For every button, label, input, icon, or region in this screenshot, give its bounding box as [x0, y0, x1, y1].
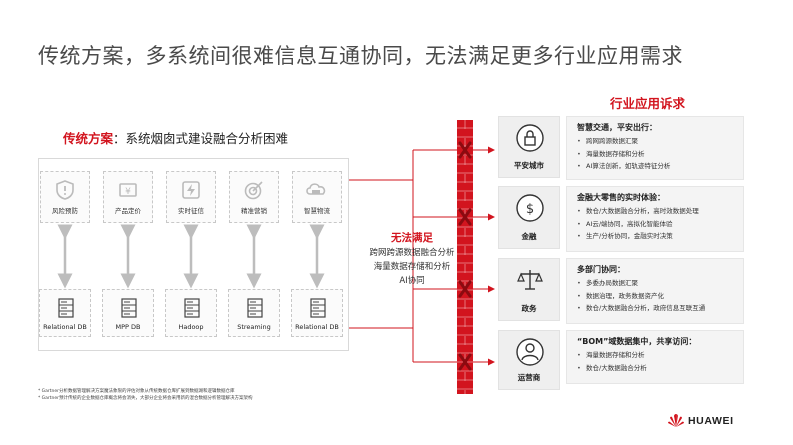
category-label: 金融 [521, 232, 537, 241]
desc-bullet: AI云/端协同，高拟化智能体验 [577, 218, 733, 231]
left-heading-text: ：系统烟囱式建设融合分析困难 [113, 131, 289, 146]
app-label: 产品定价 [115, 207, 141, 215]
huawei-flower-icon [668, 414, 684, 427]
desc-bullet: 海量数据存储和分析 [577, 148, 733, 161]
desc-bullet: 数仓/大数据融合分析 [577, 362, 733, 375]
category-finance: $ 金融 [498, 186, 560, 249]
cannot-satisfy-label: 无法满足 [391, 232, 433, 244]
desc-bullet: 数仓/大数据融合分析，政府信息互联互通 [577, 302, 733, 315]
desc-finance: 金融大零售的实时体验： 数仓/大数据融合分析，高时效数据处理 AI云/端协同，高… [566, 186, 744, 252]
category-label: 运营商 [517, 373, 541, 382]
app-label: 智慧物流 [304, 207, 330, 215]
cannot-satisfy-block: 无法满足 跨网跨源数据融合分析 海量数据存储和分析 AI协同 [362, 230, 462, 287]
footnote: * Gartner分析数据管理解决方案魔法象限的评估对象从传统数据仓库扩展到数据… [38, 389, 235, 394]
desc-title: 金融大零售的实时体验： [577, 193, 665, 202]
desc-bullet: 生产/分析协同，金融实时决策 [577, 230, 733, 243]
desc-bullet: 数仓/大数据融合分析，高时效数据处理 [577, 205, 733, 218]
svg-text:¥: ¥ [125, 187, 131, 197]
desc-title: 智慧交通，平安出行： [577, 123, 657, 132]
desc-bullet: AI算法创新，如轨迹特征分析 [577, 160, 733, 173]
price-tag-icon: ¥ [119, 183, 137, 197]
desc-title: “BOM”域数据集中，共享访问： [577, 337, 697, 346]
db-card-relational-2: Relational DB [291, 289, 343, 337]
db-card-relational-1: Relational DB [39, 289, 91, 337]
scales-icon [517, 270, 543, 290]
db-card-streaming: Streaming [228, 289, 280, 337]
desc-bullet: 跨网跨源数据汇聚 [577, 135, 733, 148]
category-government: 政务 [498, 258, 560, 321]
cloud-truck-icon [306, 183, 326, 195]
blocked-x-marks [458, 141, 472, 371]
database-server-icon [247, 298, 263, 318]
requirement-line: 海量数据存储和分析 [373, 262, 451, 272]
desc-bullet: 数据治理，政务数据资产化 [577, 290, 733, 303]
desc-title: 多部门协同： [577, 265, 625, 274]
database-server-icon [184, 298, 200, 318]
requirement-line: 跨网跨源数据融合分析 [369, 248, 455, 258]
db-label: Hadoop [178, 323, 204, 331]
database-server-icon [310, 298, 326, 318]
app-label: 风险预防 [52, 207, 78, 215]
page-title: 传统方案，多系统间很难信息互通协同，无法满足更多行业应用需求 [38, 44, 683, 68]
left-heading-highlight: 传统方案 [63, 131, 114, 146]
svg-text:$: $ [526, 202, 534, 217]
lightning-icon [182, 181, 200, 199]
app-card-credit: 实时征信 [166, 171, 216, 223]
category-label: 政务 [521, 304, 537, 313]
db-label: MPP DB [115, 323, 141, 331]
shield-alert-icon [56, 180, 74, 200]
app-card-logistics: 智慧物流 [292, 171, 342, 223]
app-card-risk: 风险预防 [40, 171, 90, 223]
target-icon [244, 181, 263, 200]
desc-government: 多部门协同： 多委办局数据汇聚 数据治理，政务数据资产化 数仓/大数据融合分析，… [566, 258, 744, 324]
industry-demands-heading: 行业应用诉求 [610, 96, 686, 111]
app-card-pricing: ¥ 产品定价 [103, 171, 153, 223]
desc-bullet: 多委办局数据汇聚 [577, 277, 733, 290]
database-server-icon [121, 298, 137, 318]
brand-logo: HUAWEI [668, 414, 734, 428]
db-label: Streaming [237, 323, 271, 331]
category-safe-city: 平安城市 [498, 116, 560, 178]
money-icon: $ [516, 194, 544, 222]
db-card-mpp: MPP DB [102, 289, 154, 337]
category-carrier: 运营商 [498, 330, 560, 390]
db-label: Relational DB [295, 323, 339, 331]
desc-bullet: 海量数据存储和分析 [577, 349, 733, 362]
app-label: 精准营销 [241, 207, 267, 215]
user-icon [516, 338, 544, 366]
db-card-hadoop: Hadoop [165, 289, 217, 337]
lock-icon [516, 124, 544, 152]
category-label: 平安城市 [514, 161, 544, 170]
app-label: 实时征信 [178, 207, 204, 215]
database-server-icon [58, 298, 74, 318]
db-label: Relational DB [43, 323, 87, 331]
brand-name: HUAWEI [688, 415, 734, 427]
left-heading: 传统方案：系统烟囱式建设融合分析困难 [63, 128, 288, 147]
desc-carrier: “BOM”域数据集中，共享访问： 海量数据存储和分析 数仓/大数据融合分析 [566, 330, 744, 384]
desc-safe-city: 智慧交通，平安出行： 跨网跨源数据汇聚 海量数据存储和分析 AI算法创新，如轨迹… [566, 116, 744, 180]
requirement-line: AI协同 [399, 276, 425, 286]
app-card-marketing: 精准营销 [229, 171, 279, 223]
footnote: * Gartner预计传统的企业数据仓库概念将会消失，大部分企业将会采用新的混合… [38, 396, 253, 401]
